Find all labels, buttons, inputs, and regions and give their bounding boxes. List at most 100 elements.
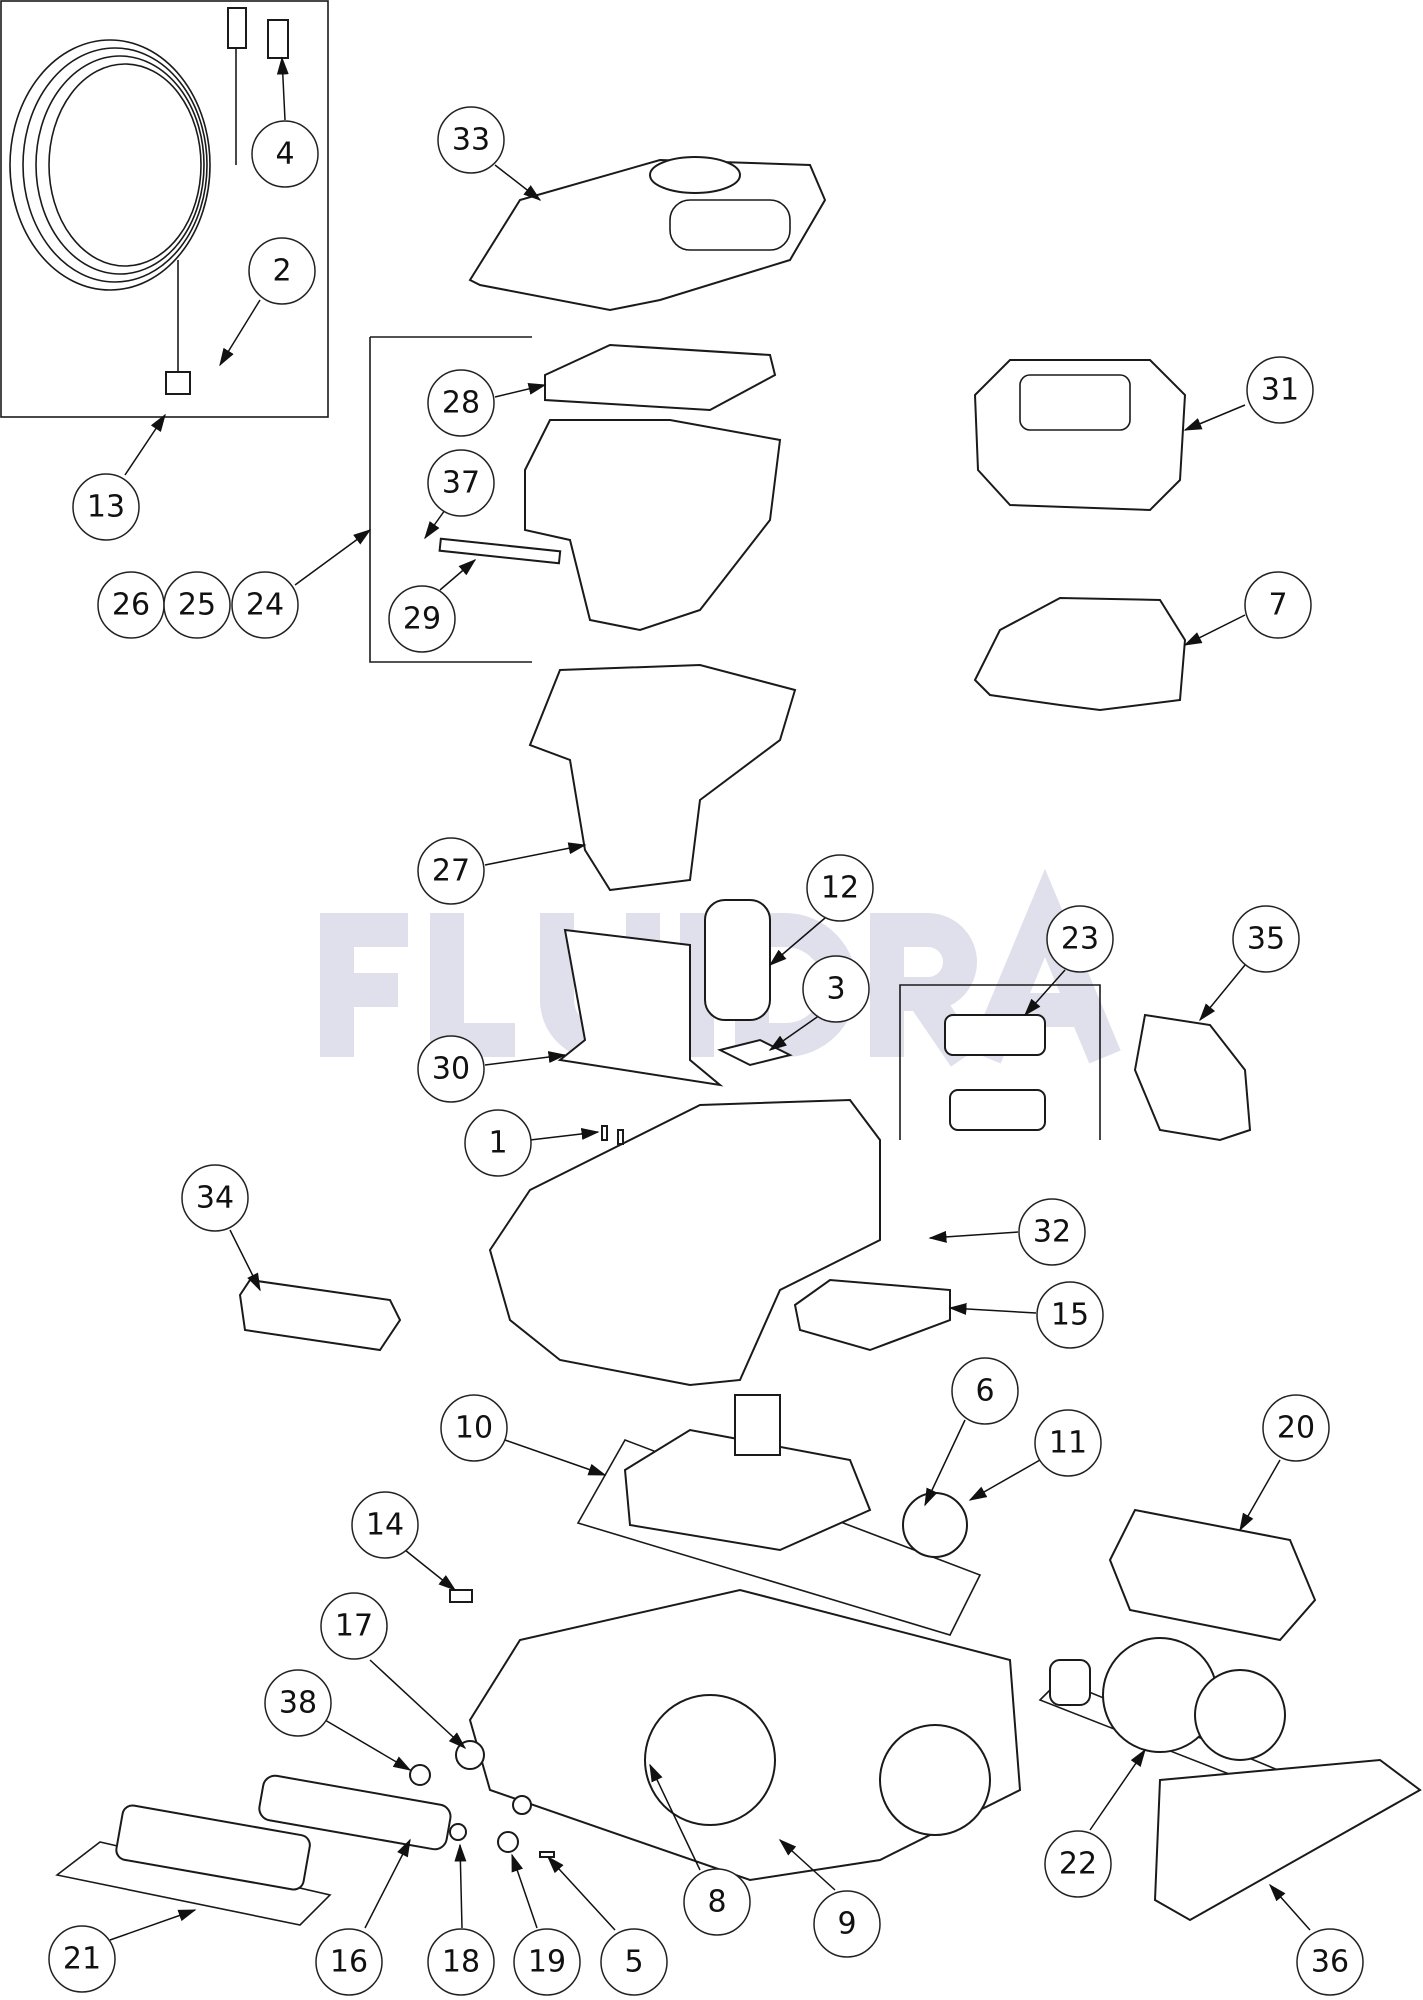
screw: [617, 1129, 624, 1145]
callout-label: 25: [178, 588, 216, 623]
callout-37: 37: [427, 449, 495, 517]
callout-label: 32: [1033, 1215, 1071, 1250]
bushing: [1049, 1659, 1091, 1706]
flap-bracket: [899, 984, 1101, 1140]
callout-4: 4: [251, 120, 319, 188]
callout-label: 33: [452, 123, 490, 158]
wheel: [879, 1724, 991, 1836]
callout-5: 5: [600, 1928, 668, 1996]
callout-10: 10: [440, 1394, 508, 1462]
pinion: [497, 1831, 519, 1853]
callout-26: 26: [97, 571, 165, 639]
callout-label: 31: [1261, 373, 1299, 408]
motor: [734, 1394, 781, 1456]
callout-label: 6: [975, 1374, 994, 1409]
flap-upper: [944, 1014, 1046, 1056]
callout-label: 26: [112, 588, 150, 623]
callout-label: 16: [330, 1945, 368, 1980]
motor-plate: [576, 1439, 982, 1636]
track: [1153, 1758, 1422, 1922]
brush-bracket: [55, 1841, 332, 1926]
top-cover-dome: [649, 156, 741, 194]
cable-assembly: [0, 0, 329, 418]
callout-label: 7: [1268, 588, 1287, 623]
filter-cartridge: [704, 899, 771, 1021]
callout-label: 18: [442, 1945, 480, 1980]
top-cover-window: [669, 199, 791, 251]
leader-lines: [109, 56, 1311, 1941]
callout-2: 2: [248, 237, 316, 305]
clip: [449, 1589, 473, 1603]
filter-lid: [544, 343, 777, 412]
callout-1: 1: [464, 1109, 532, 1177]
callout-36: 36: [1296, 1928, 1364, 1996]
callout-label: 21: [63, 1942, 101, 1977]
callout-label: 20: [1277, 1411, 1315, 1446]
callout-label: 1: [488, 1126, 507, 1161]
callout-12: 12: [806, 854, 874, 922]
callout-38: 38: [264, 1669, 332, 1737]
callout-18: 18: [427, 1928, 495, 1996]
callout-label: 8: [707, 1885, 726, 1920]
top-cover: [468, 158, 827, 312]
callout-21: 21: [48, 1925, 116, 1993]
filter-body: [528, 663, 797, 892]
callout-label: 35: [1247, 922, 1285, 957]
filter-mesh: [438, 537, 562, 565]
callout-29: 29: [388, 585, 456, 653]
callout-23: 23: [1046, 905, 1114, 973]
callout-11: 11: [1034, 1409, 1102, 1477]
callout-6: 6: [951, 1357, 1019, 1425]
callout-label: 38: [279, 1686, 317, 1721]
callout-15: 15: [1036, 1281, 1104, 1349]
callout-label: 17: [335, 1609, 373, 1644]
callout-7: 7: [1244, 571, 1312, 639]
callout-label: 30: [432, 1052, 470, 1087]
callout-label: 15: [1051, 1298, 1089, 1333]
wheel-cover: [1108, 1508, 1317, 1642]
callout-17: 17: [320, 1592, 388, 1660]
callout-32: 32: [1018, 1198, 1086, 1266]
washer: [449, 1823, 467, 1841]
bearing: [409, 1764, 431, 1786]
callout-19: 19: [513, 1928, 581, 1996]
callout-label: 14: [366, 1508, 404, 1543]
motor-block: [623, 1428, 872, 1552]
callout-label: 29: [403, 602, 441, 637]
front-bumper: [238, 1278, 402, 1352]
screw: [601, 1125, 608, 1141]
filter-basket: [524, 419, 782, 632]
callout-label: 24: [246, 588, 284, 623]
callout-label: 3: [826, 972, 845, 1007]
filter-bracket: [369, 336, 532, 663]
callout-34: 34: [181, 1164, 249, 1232]
track-wheel: [644, 1694, 776, 1826]
side-grill: [1133, 1013, 1252, 1142]
body-shell: [488, 1098, 881, 1387]
callout-label: 36: [1311, 1945, 1349, 1980]
callout-label: 12: [821, 871, 859, 906]
callout-31: 31: [1246, 356, 1314, 424]
callout-20: 20: [1262, 1394, 1330, 1462]
callout-label: 19: [528, 1945, 566, 1980]
callout-8: 8: [683, 1868, 751, 1936]
callout-label: 34: [196, 1181, 234, 1216]
brush: [115, 1804, 311, 1891]
flap-holder: [557, 928, 724, 1087]
callout-9: 9: [813, 1890, 881, 1958]
callout-label: 27: [432, 854, 470, 889]
callout-28: 28: [427, 369, 495, 437]
power-supply: [973, 359, 1187, 512]
callout-label: 37: [442, 466, 480, 501]
bearing: [512, 1795, 532, 1815]
callout-label: 10: [455, 1411, 493, 1446]
roller: [258, 1774, 452, 1851]
callout-35: 35: [1232, 905, 1300, 973]
flap-lower: [949, 1089, 1046, 1131]
screw: [539, 1851, 555, 1858]
callout-3: 3: [802, 955, 870, 1023]
power-supply-panel: [1019, 374, 1131, 431]
callout-16: 16: [315, 1928, 383, 1996]
callout-27: 27: [417, 837, 485, 905]
